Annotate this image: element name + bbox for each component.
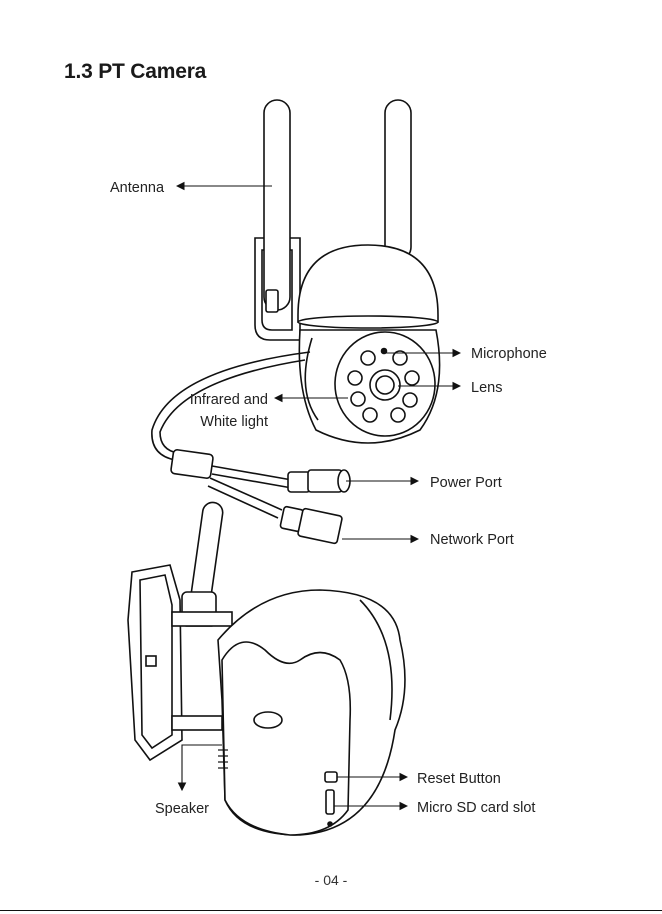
front-view-camera xyxy=(152,100,440,544)
label-sd-slot: Micro SD card slot xyxy=(417,797,535,819)
cable-junction xyxy=(171,449,214,478)
reset-button xyxy=(325,772,337,782)
front-left-antenna xyxy=(264,100,290,310)
bottom-rule xyxy=(0,910,662,911)
microphone-hole xyxy=(382,349,387,354)
camera-dome xyxy=(298,245,438,322)
label-reset-button: Reset Button xyxy=(417,768,501,790)
label-lens: Lens xyxy=(471,377,502,399)
page-number: - 04 - xyxy=(0,872,662,888)
front-right-antenna xyxy=(385,100,411,260)
label-infrared-line1: Infrared and xyxy=(170,389,268,411)
sd-card-slot xyxy=(326,790,334,814)
label-power-port: Power Port xyxy=(430,472,502,494)
rear-view-camera xyxy=(128,501,405,835)
label-microphone: Microphone xyxy=(471,343,547,365)
label-speaker: Speaker xyxy=(155,798,209,820)
power-connector xyxy=(288,472,310,492)
label-antenna: Antenna xyxy=(110,177,164,199)
label-network-port: Network Port xyxy=(430,529,514,551)
label-infrared-line2: White light xyxy=(170,411,268,433)
